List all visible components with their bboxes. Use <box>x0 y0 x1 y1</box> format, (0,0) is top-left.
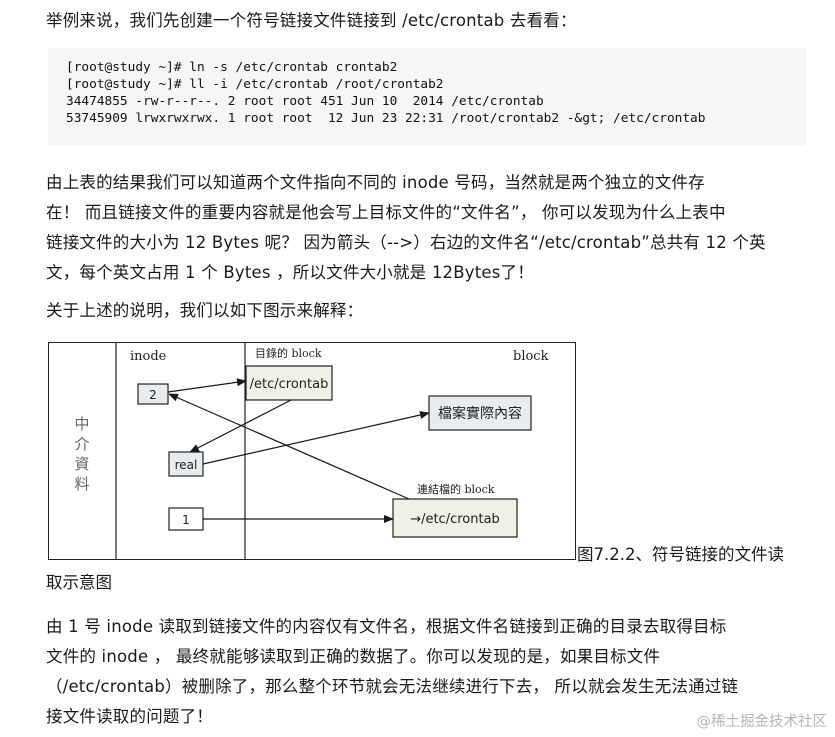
arrow-real-to-content <box>202 411 430 465</box>
intro-text: 举例来说，我们先创建一个符号链接文件链接到 /etc/crontab 去看看： <box>46 6 806 36</box>
link-block-box <box>392 498 518 538</box>
side-label-char: 料 <box>74 475 89 493</box>
paragraph-line: 文，每个英文占用 1 个 Bytes ，所以文件大小就是 12Bytes了！ <box>46 263 534 282</box>
arrow-dir-to-real <box>189 399 292 453</box>
dir-block-text: /etc/crontab <box>250 377 329 392</box>
inode-real-label: real <box>175 458 198 472</box>
paragraph-line: 关于上述的说明，我们以如下图示来解释： <box>46 301 364 320</box>
paragraph-intro-figure: 关于上述的说明，我们以如下图示来解释： <box>46 296 806 326</box>
arrow-link-to-2 <box>168 393 410 500</box>
inode-2-label: 2 <box>149 388 157 402</box>
side-label-char: 資 <box>74 455 89 473</box>
content-block-box <box>428 395 532 431</box>
side-label-char: 介 <box>74 435 89 453</box>
code-line: 34474855 -rw-r--r--. 2 root root 451 Jun… <box>66 94 544 109</box>
code-line: [root@study ~]# ll -i /etc/crontab /root… <box>66 77 444 92</box>
link-block-label: 連結檔的 block <box>417 482 495 496</box>
code-line: 53745909 lrwxrwxrwx. 1 root root 12 Jun … <box>66 111 706 126</box>
paragraph-line: 由 1 号 inode 读取到链接文件的内容仅有文件名，根据文件名链接到正确的目… <box>46 617 727 636</box>
intro-line: 举例来说，我们先创建一个符号链接文件链接到 /etc/crontab 去看看： <box>46 11 577 30</box>
paragraph-line: 在！ 而且链接文件的重要内容就是他会写上目标文件的“文件名”， 你可以发现为什么… <box>46 203 726 222</box>
paragraph-line: 接文件读取的问题了！ <box>46 707 213 726</box>
symlink-diagram: 中 介 資 料 inode 目錄的 block block 連結檔的 block… <box>48 342 576 560</box>
block-header: block <box>513 349 549 364</box>
side-label-char: 中 <box>74 415 89 433</box>
paragraph-conclusion: 由 1 号 inode 读取到链接文件的内容仅有文件名，根据文件名链接到正确的目… <box>46 612 806 732</box>
figure-caption-part1: 图7.2.2、符号链接的文件读 <box>577 545 784 564</box>
content-block-text: 檔案實際內容 <box>438 405 522 422</box>
code-block: [root@study ~]# ln -s /etc/crontab cront… <box>48 48 806 146</box>
arrow-2-to-dir <box>167 378 247 393</box>
dir-block-box <box>245 365 333 401</box>
watermark: @稀土掘金技术社区 <box>696 714 828 730</box>
paragraph-line: （/etc/crontab）被删除了，那么整个环节就会无法继续进行下去， 所以就… <box>46 677 739 696</box>
link-block-text: →/etc/crontab <box>410 512 500 527</box>
inode-box-2 <box>137 383 169 405</box>
paragraph-line: 文件的 inode ， 最终就能够读取到正确的数据了。你可以发现的是，如果目标文… <box>46 647 661 666</box>
dir-block-label: 目錄的 block <box>255 346 322 360</box>
paragraph-line: 链接文件的大小为 12 Bytes 呢？ 因为箭头（-->）右边的文件名“/et… <box>46 233 766 252</box>
inode-1-label: 1 <box>182 513 190 527</box>
figure-caption-part2: 取示意图 <box>46 573 112 592</box>
inode-header: inode <box>130 349 167 364</box>
paragraph-line: 由上表的结果我们可以知道两个文件指向不同的 inode 号码，当然就是两个独立的… <box>46 173 705 192</box>
paragraph-explanation: 由上表的结果我们可以知道两个文件指向不同的 inode 号码，当然就是两个独立的… <box>46 168 806 288</box>
code-line: [root@study ~]# ln -s /etc/crontab cront… <box>66 60 398 75</box>
